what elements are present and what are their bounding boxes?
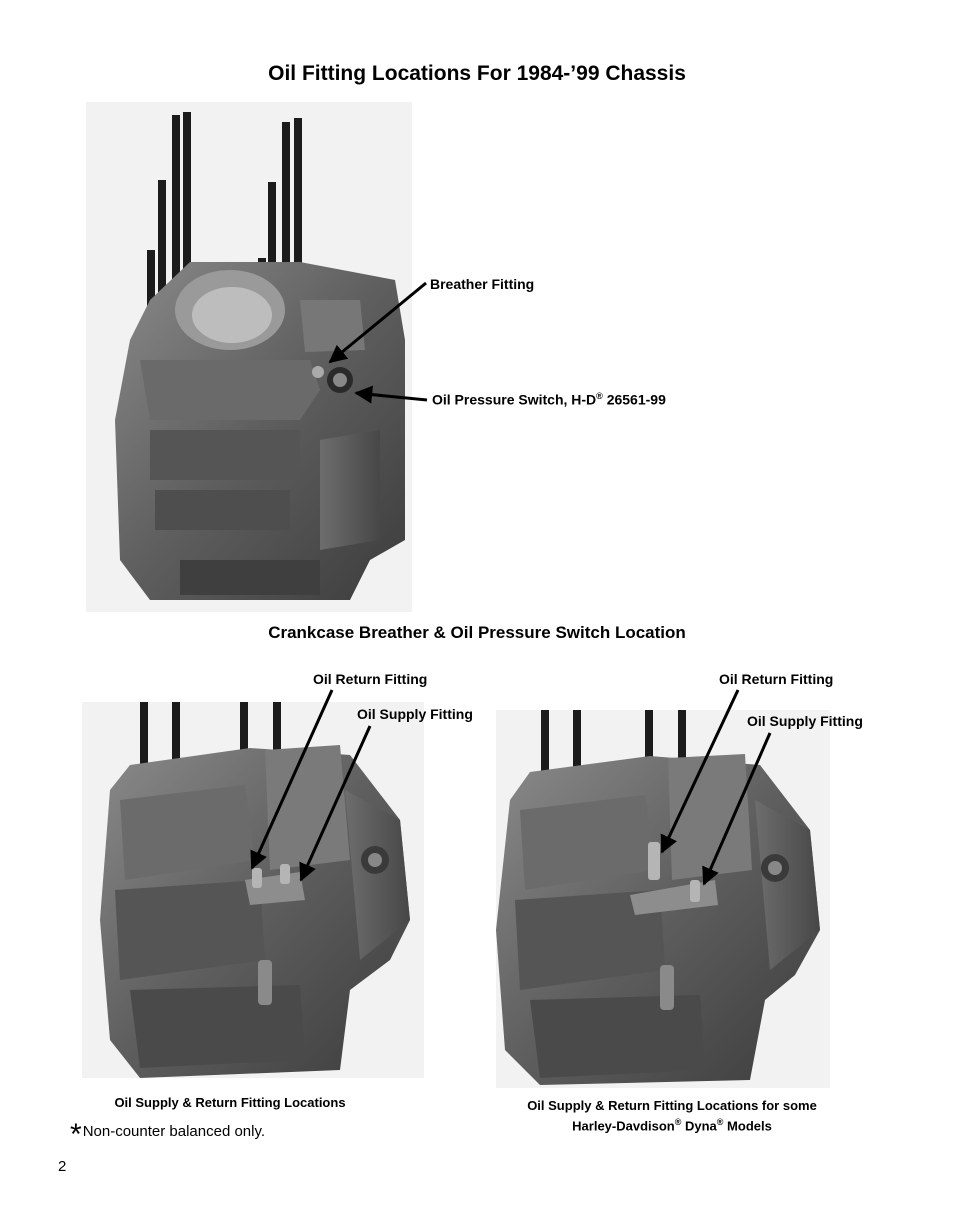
oil-pressure-switch-label: Oil Pressure Switch, H-D® 26561-99 [432,391,666,408]
oil-pressure-arrow [354,385,428,404]
page-number: 2 [58,1158,67,1175]
oil-supply-arrow-left [299,725,372,882]
registered-mark: ® [596,391,603,401]
oil-pressure-switch-text: Oil Pressure Switch, H-D [432,391,597,408]
caption-brand: Harley-Davdison [572,1118,675,1134]
figure3-caption-line1: Oil Supply & Return Fitting Locations fo… [527,1098,817,1113]
figure2-caption: Oil Supply & Return Fitting Locations [114,1095,346,1110]
breather-fitting-label: Breather Fitting [430,276,535,292]
figure1-caption: Crankcase Breather & Oil Pressure Switch… [268,623,686,642]
crankcase-image-top [86,102,412,612]
registered-mark: ® [716,1117,724,1127]
page-title: Oil Fitting Locations For 1984-’99 Chass… [268,62,686,85]
oil-supply-arrow-right [702,732,772,886]
figure3-caption-line2: Harley-Davdison® Dyna® Models [496,1114,848,1134]
oil-return-arrow-right [660,689,740,854]
oil-supply-fitting-label-left: Oil Supply Fitting [357,706,473,722]
oil-pressure-part-number: 26561-99 [602,391,666,408]
registered-mark: ® [674,1117,682,1127]
crankcase-image-bottom-right [496,710,830,1088]
oil-return-fitting-label-left: Oil Return Fitting [313,671,428,687]
footnote-star: * [70,1118,82,1151]
footnote-text: Non-counter balanced only. [82,1123,266,1140]
figure3-caption: Oil Supply & Return Fitting Locations fo… [496,1098,848,1134]
oil-return-fitting-label-right: Oil Return Fitting [719,671,834,687]
caption-suffix: Models [723,1118,772,1134]
oil-return-arrow-left [250,689,334,870]
crankcase-image-bottom-left [82,702,424,1078]
footnote: *Non-counter balanced only. [70,1118,265,1152]
oil-supply-fitting-label-right: Oil Supply Fitting [747,713,863,729]
caption-model: Dyna [681,1118,717,1134]
breather-arrow [328,281,427,364]
